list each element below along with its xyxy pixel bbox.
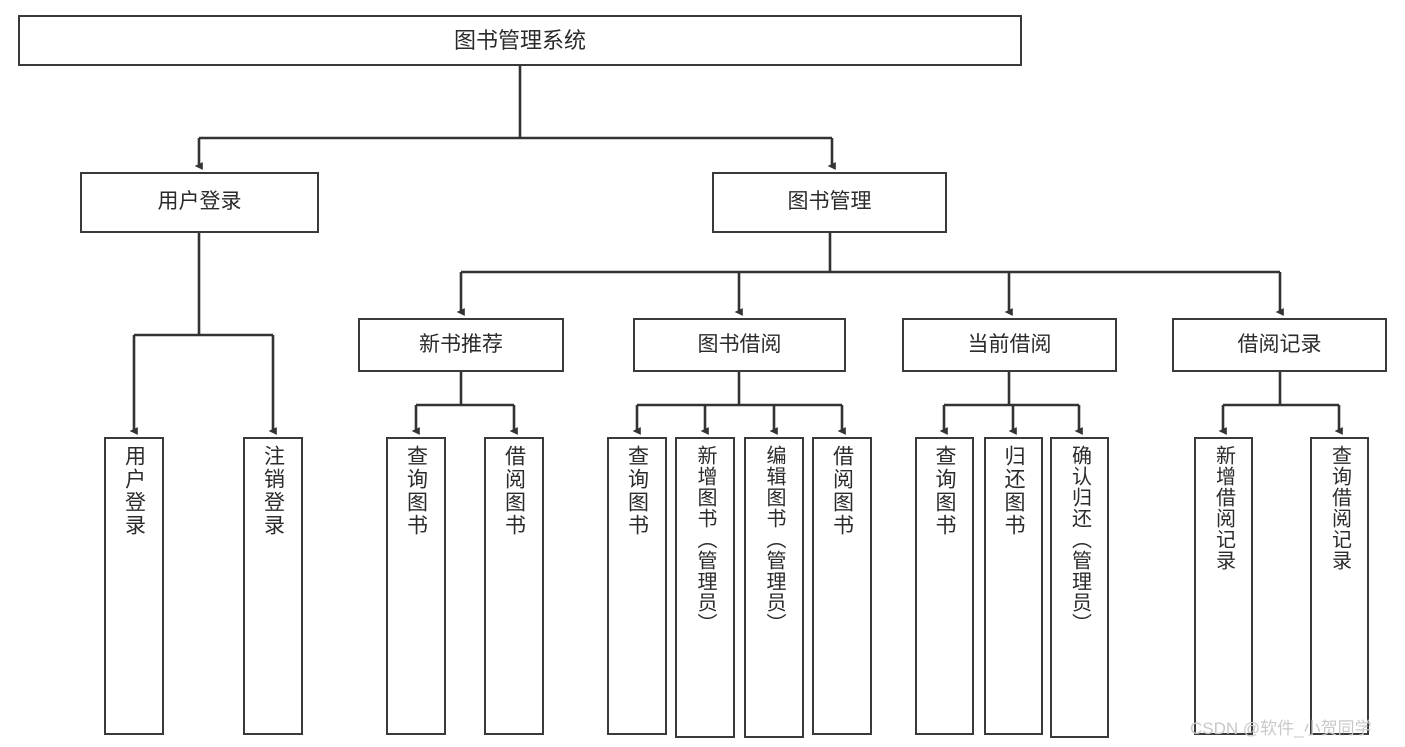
node-level2-current-borrow[interactable]: 当前借阅 [902, 318, 1117, 372]
node-level1-user-login-label: 用户登录 [157, 190, 242, 214]
csdn-watermark: CSDN @软件_小贺同学 [1190, 719, 1372, 738]
node-root[interactable]: 图书管理系统 [18, 15, 1022, 66]
node-leaf-add-book-admin[interactable]: 新增图书（管理员） [675, 437, 735, 738]
node-leaf-user-login[interactable]: 用户登录 [104, 437, 164, 735]
node-root-label: 图书管理系统 [453, 27, 586, 53]
node-level2-borrow-record[interactable]: 借阅记录 [1172, 318, 1387, 372]
node-leaf-edit-book-admin-label: 编辑图书（管理员） [763, 445, 785, 634]
node-level2-new-book-recommend-label: 新书推荐 [419, 332, 503, 356]
node-leaf-borrow-book-label: 借阅图书 [830, 445, 854, 537]
node-level1-book-management-label: 图书管理 [787, 190, 872, 214]
node-level2-book-borrow[interactable]: 图书借阅 [633, 318, 846, 372]
node-leaf-logout-login-label: 注销登录 [261, 445, 285, 537]
node-level1-user-login[interactable]: 用户登录 [80, 172, 319, 233]
node-leaf-add-borrow-record-label: 新增借阅记录 [1212, 445, 1235, 571]
node-leaf-return-book-label: 归还图书 [1002, 445, 1025, 537]
node-leaf-query-book-rec-label: 查询图书 [404, 445, 428, 537]
node-level2-borrow-record-label: 借阅记录 [1237, 332, 1322, 356]
node-leaf-query-book-borrow-label: 查询图书 [625, 445, 649, 537]
node-level2-current-borrow-label: 当前借阅 [967, 332, 1052, 356]
node-leaf-confirm-return-admin-label: 确认归还（管理员） [1068, 445, 1091, 634]
node-level2-new-book-recommend[interactable]: 新书推荐 [358, 318, 564, 372]
node-leaf-query-book-current-label: 查询图书 [933, 445, 956, 537]
node-level2-book-borrow-label: 图书借阅 [697, 332, 782, 356]
node-leaf-borrow-book-rec[interactable]: 借阅图书 [484, 437, 544, 735]
node-leaf-query-borrow-record[interactable]: 查询借阅记录 [1310, 437, 1369, 735]
node-leaf-borrow-book-rec-label: 借阅图书 [502, 445, 526, 537]
node-leaf-borrow-book[interactable]: 借阅图书 [812, 437, 872, 735]
node-leaf-user-login-label: 用户登录 [122, 445, 146, 537]
node-leaf-add-borrow-record[interactable]: 新增借阅记录 [1194, 437, 1253, 735]
node-leaf-query-book-current[interactable]: 查询图书 [915, 437, 974, 735]
node-leaf-query-book-borrow[interactable]: 查询图书 [607, 437, 667, 735]
node-leaf-edit-book-admin[interactable]: 编辑图书（管理员） [744, 437, 804, 738]
node-level1-book-management[interactable]: 图书管理 [712, 172, 947, 233]
node-leaf-logout-login[interactable]: 注销登录 [243, 437, 303, 735]
node-leaf-query-book-rec[interactable]: 查询图书 [386, 437, 446, 735]
node-leaf-add-book-admin-label: 新增图书（管理员） [694, 445, 716, 634]
node-leaf-return-book[interactable]: 归还图书 [984, 437, 1043, 735]
node-leaf-confirm-return-admin[interactable]: 确认归还（管理员） [1050, 437, 1109, 738]
node-leaf-query-borrow-record-label: 查询借阅记录 [1328, 445, 1351, 571]
